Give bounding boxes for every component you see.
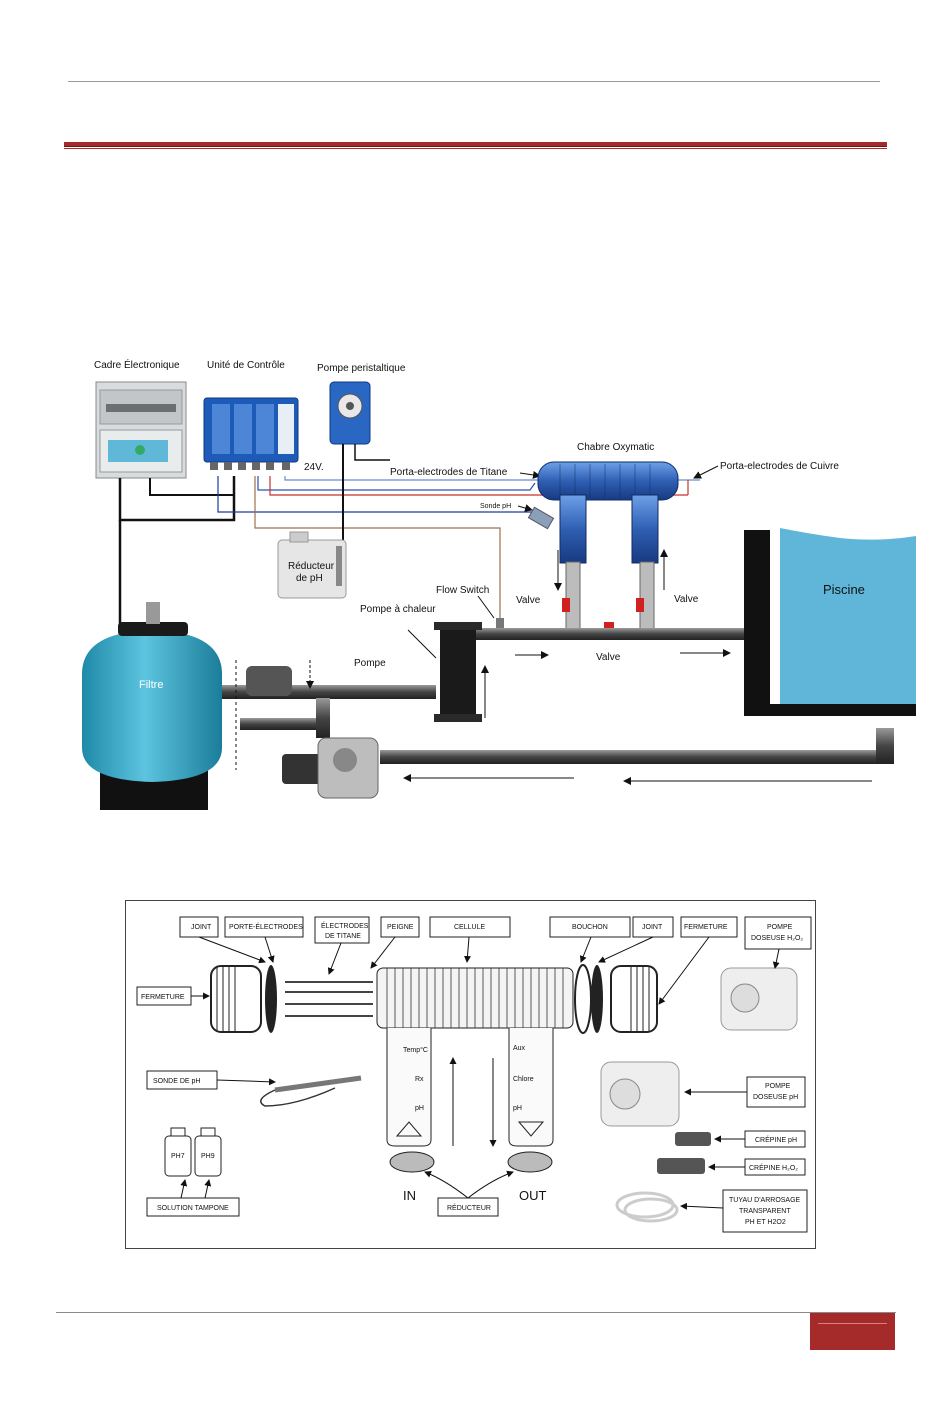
label-ph7: PH7: [171, 1153, 185, 1160]
label-fermeture-right: FERMETURE: [684, 924, 728, 931]
left-end-cap: [210, 965, 277, 1033]
label-temp: Temp°C: [403, 1046, 428, 1054]
peristaltic-pump: [329, 381, 371, 445]
sand-filter: [82, 602, 222, 810]
label-aux: Aux: [513, 1045, 526, 1052]
label-filtre: Filtre: [139, 679, 163, 691]
title-divider: [64, 142, 887, 147]
label-electrodes-1: ÉLECTRODES: [321, 921, 369, 930]
page-number-box: [810, 1313, 895, 1350]
arrow-porta-cuivre: [693, 465, 719, 479]
label-peigne: PEIGNE: [387, 924, 414, 931]
header-rule: [68, 81, 880, 82]
pump-h2o2: [720, 967, 798, 1031]
label-pompe-ph-1: POMPE: [765, 1083, 791, 1090]
flow-switch: [496, 618, 504, 628]
label-tuyau-1: TUYAU D'ARROSAGE: [729, 1197, 801, 1204]
label-pompe-ph-2: DOSEUSE pH: [753, 1094, 798, 1101]
pump-ph: [600, 1061, 680, 1127]
electrode-rods: [285, 981, 373, 1017]
label-reducteur-2: de pH: [296, 573, 323, 584]
buffer-bottles: [164, 1127, 222, 1177]
reducer-container: [277, 531, 347, 599]
label-joint-left: JOINT: [191, 924, 212, 931]
heat-pump-leader: [407, 629, 437, 659]
oxymatic-chamber: [527, 461, 679, 564]
label-valve-left: Valve: [516, 595, 541, 606]
label-fermeture-left: FERMETURE: [141, 994, 185, 1001]
arrow-porta-titane: [519, 471, 541, 479]
label-unite: Unité de Contrôle: [207, 360, 285, 371]
installation-diagram: Cadre Électronique Unité de Contrôle Pom…: [82, 358, 916, 810]
footer-rule: [56, 1312, 896, 1313]
label-sonde-de-ph: SONDE DE pH: [153, 1078, 200, 1085]
label-ph9: PH9: [201, 1153, 215, 1160]
main-pipe: [470, 628, 770, 640]
label-sonde-ph: Sonde pH: [480, 503, 511, 510]
strainers: [657, 1132, 711, 1174]
label-cellule: CELLULE: [454, 924, 485, 931]
label-valve-right: Valve: [674, 594, 699, 605]
control-unit: [203, 397, 299, 470]
leader-arrows: [180, 936, 780, 1210]
pool: [744, 528, 916, 764]
label-tuyau-3: PH ET H2O2: [745, 1219, 786, 1226]
label-rx: Rx: [415, 1076, 424, 1083]
label-ph-left: pH: [415, 1105, 424, 1112]
label-pompe-peristaltique: Pompe peristaltique: [317, 363, 406, 374]
parts-diagram: JOINT PORTE-ÉLECTRODES ÉLECTRODES DE TIT…: [125, 900, 816, 1249]
hose-coil: [615, 1191, 679, 1223]
label-24v: 24V.: [304, 462, 324, 473]
label-electrodes-2: DE TITANE: [325, 933, 361, 940]
bypass-pipes: [562, 561, 655, 639]
label-chlore: Chlore: [513, 1076, 534, 1083]
flow-switch-leader: [477, 595, 495, 619]
label-in: IN: [403, 1188, 416, 1203]
circulation-pump: [282, 737, 379, 799]
right-end-cap: [574, 964, 658, 1034]
label-reducteur-1: Réducteur: [288, 561, 335, 572]
label-chambre: Chabre Oxymatic: [577, 442, 654, 453]
heat-pump: [434, 622, 482, 722]
label-reducteur: RÉDUCTEUR: [447, 1203, 491, 1212]
label-cadre: Cadre Électronique: [94, 358, 180, 371]
label-porta-cuivre: Porta-electrodes de Cuivre: [720, 461, 839, 472]
label-flow-switch: Flow Switch: [436, 585, 489, 596]
label-pompe: Pompe: [354, 658, 386, 669]
label-ph-right: pH: [513, 1105, 522, 1112]
label-piscine: Piscine: [823, 582, 865, 597]
title-divider-line: [64, 148, 887, 149]
label-tuyau-2: TRANSPARENT: [739, 1208, 791, 1215]
label-pompe-chaleur: Pompe à chaleur: [360, 604, 436, 615]
label-porta-titane: Porta-electrodes de Titane: [390, 467, 508, 478]
label-crepine-ph: CRÉPINE pH: [755, 1135, 797, 1144]
label-bouchon: BOUCHON: [572, 924, 608, 931]
label-porte-electrodes: PORTE-ÉLECTRODES: [229, 922, 303, 931]
label-pompe-h2o2-2: DOSEUSE H₂O₂: [751, 935, 803, 942]
filter-pipes: [222, 666, 894, 764]
label-out: OUT: [519, 1188, 547, 1203]
label-pompe-h2o2-1: POMPE: [767, 924, 793, 931]
label-valve-bottom: Valve: [596, 652, 621, 663]
cell-body: [376, 967, 574, 1173]
label-solution-tampon: SOLUTION TAMPONE: [157, 1205, 229, 1212]
label-joint-right: JOINT: [642, 924, 663, 931]
arrow-sonde-ph: [517, 504, 533, 512]
label-crepine-h2o2: CRÉPINE H₂O₂: [749, 1163, 798, 1172]
electronic-cabinet: [95, 381, 187, 479]
ph-probe: [260, 1075, 362, 1107]
